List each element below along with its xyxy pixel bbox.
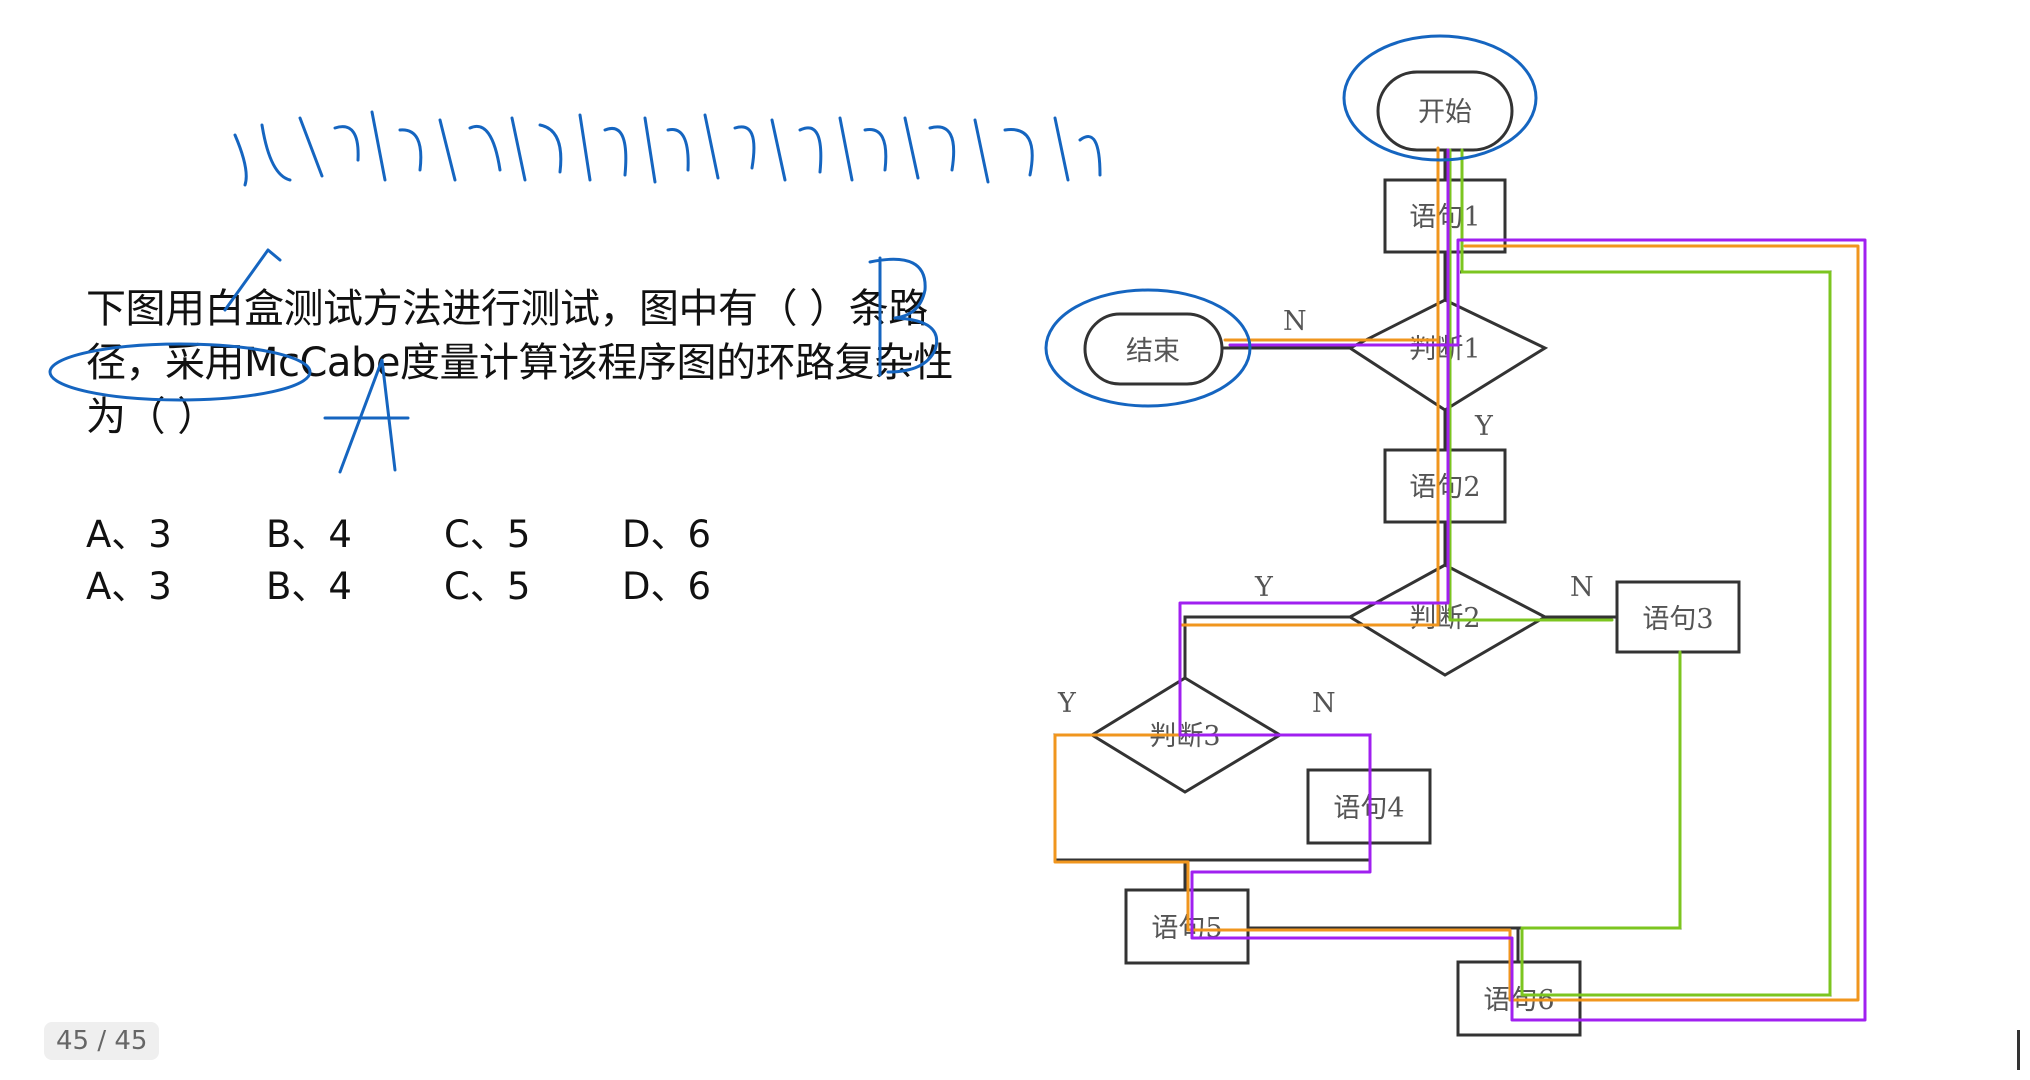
question-text: 下图用白盒测试方法进行测试，图中有（ ）条路径，采用McCabe度量计算该程序图… (86, 286, 953, 440)
svg-text:语句1: 语句1 (1409, 202, 1480, 233)
node-stmt2: 语句2 (1383, 448, 1507, 524)
option-a: A、3 (86, 513, 172, 556)
node-start: 开始 (1376, 70, 1514, 152)
judge1-n-label: N (1283, 306, 1307, 337)
ink-circle-start (1342, 34, 1538, 162)
judge2-n-label: N (1570, 572, 1594, 603)
node-judge2: 判断2 (1347, 563, 1549, 677)
path-purple (1178, 148, 1867, 1022)
option-c: C、5 (444, 513, 531, 556)
svg-text:结束: 结束 (1126, 336, 1180, 367)
ink-circle-end (1044, 288, 1252, 408)
svg-text:开始: 开始 (1418, 97, 1472, 128)
svg-text:语句2: 语句2 (1409, 472, 1480, 503)
judge2-y-label: Y (1254, 572, 1274, 603)
node-stmt3: 语句3 (1615, 580, 1741, 654)
svg-text:语句3: 语句3 (1642, 604, 1713, 635)
judge3-y-label: Y (1057, 688, 1077, 719)
ink-letter-a (323, 358, 410, 474)
option-b: B、4 (266, 565, 352, 608)
slide-canvas (40, 52, 1890, 1052)
option-c: C、5 (444, 565, 531, 608)
ink-circle-paths (48, 342, 312, 402)
node-end: 结束 (1083, 312, 1224, 386)
option-d: D、6 (622, 513, 712, 556)
ink-handwritten-note (233, 110, 1102, 187)
judge1-y-label: Y (1474, 411, 1494, 442)
scroll-edge-marker (2017, 1030, 2020, 1070)
path-green (1448, 148, 1832, 997)
ink-letter-b (868, 256, 938, 377)
option-d: D、6 (622, 565, 712, 608)
option-a: A、3 (86, 565, 172, 608)
judge3-n-label: N (1312, 688, 1336, 719)
option-b: B、4 (266, 513, 352, 556)
ink-arrow-mark (223, 248, 282, 312)
page-indicator: 45 / 45 (44, 1022, 160, 1060)
